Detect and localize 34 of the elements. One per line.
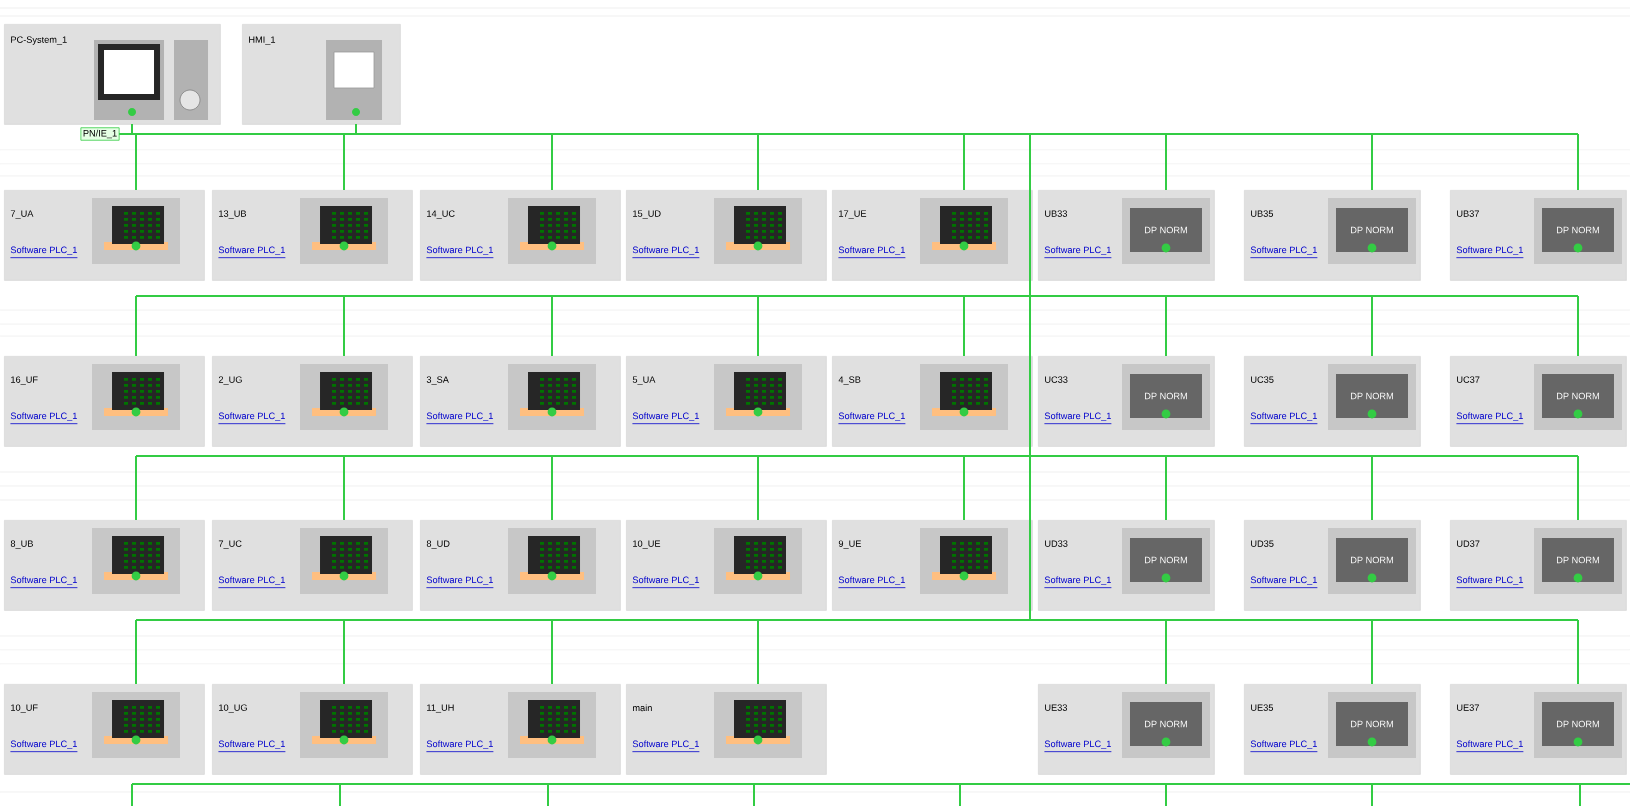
network-line [1371,455,1373,521]
network-line [131,123,133,135]
network-line [343,133,345,191]
network-line [1165,619,1167,685]
network-line [1577,295,1579,357]
network-line [343,619,345,685]
network-line [1165,133,1167,191]
network-line [963,295,965,357]
network-line [963,133,965,191]
network-line [1371,133,1373,191]
network-line [1577,133,1579,191]
network-line [1577,619,1579,685]
network-line [757,455,759,521]
network-line [757,619,759,685]
network-line [1371,295,1373,357]
network-line [963,455,965,521]
network-line [118,133,1579,621]
network-line [343,455,345,521]
network-line [551,295,553,357]
network-line [135,133,137,191]
network-line [757,295,759,357]
network-line [551,619,553,685]
network-line [551,455,553,521]
network-line [1165,295,1167,357]
network-line [343,295,345,357]
network-line [1371,619,1373,685]
network-line [355,123,357,135]
network-line [1165,455,1167,521]
network-line [135,619,137,685]
network-line [135,455,137,521]
network-line [1577,455,1579,521]
network-line [551,133,553,191]
network-line [135,295,137,357]
network-line [757,133,759,191]
